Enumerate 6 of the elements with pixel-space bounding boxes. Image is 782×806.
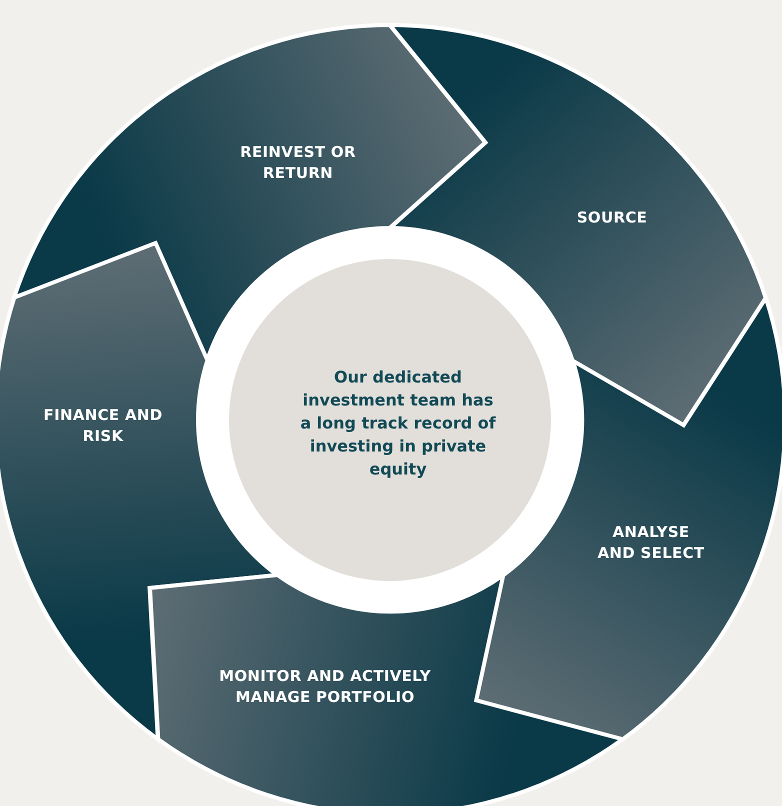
segment-label: REINVEST OR RETURN [239, 142, 357, 184]
segment-label: MONITOR AND ACTIVELY MANAGE PORTFOLIO [218, 666, 432, 708]
segment-label: FINANCE AND RISK [43, 404, 163, 447]
segment-label: SOURCE [576, 208, 648, 228]
segment-label: ANALYSE AND SELECT [596, 522, 706, 564]
center-text: Our dedicated investment team has a long track record of investing in private equity [299, 366, 497, 480]
